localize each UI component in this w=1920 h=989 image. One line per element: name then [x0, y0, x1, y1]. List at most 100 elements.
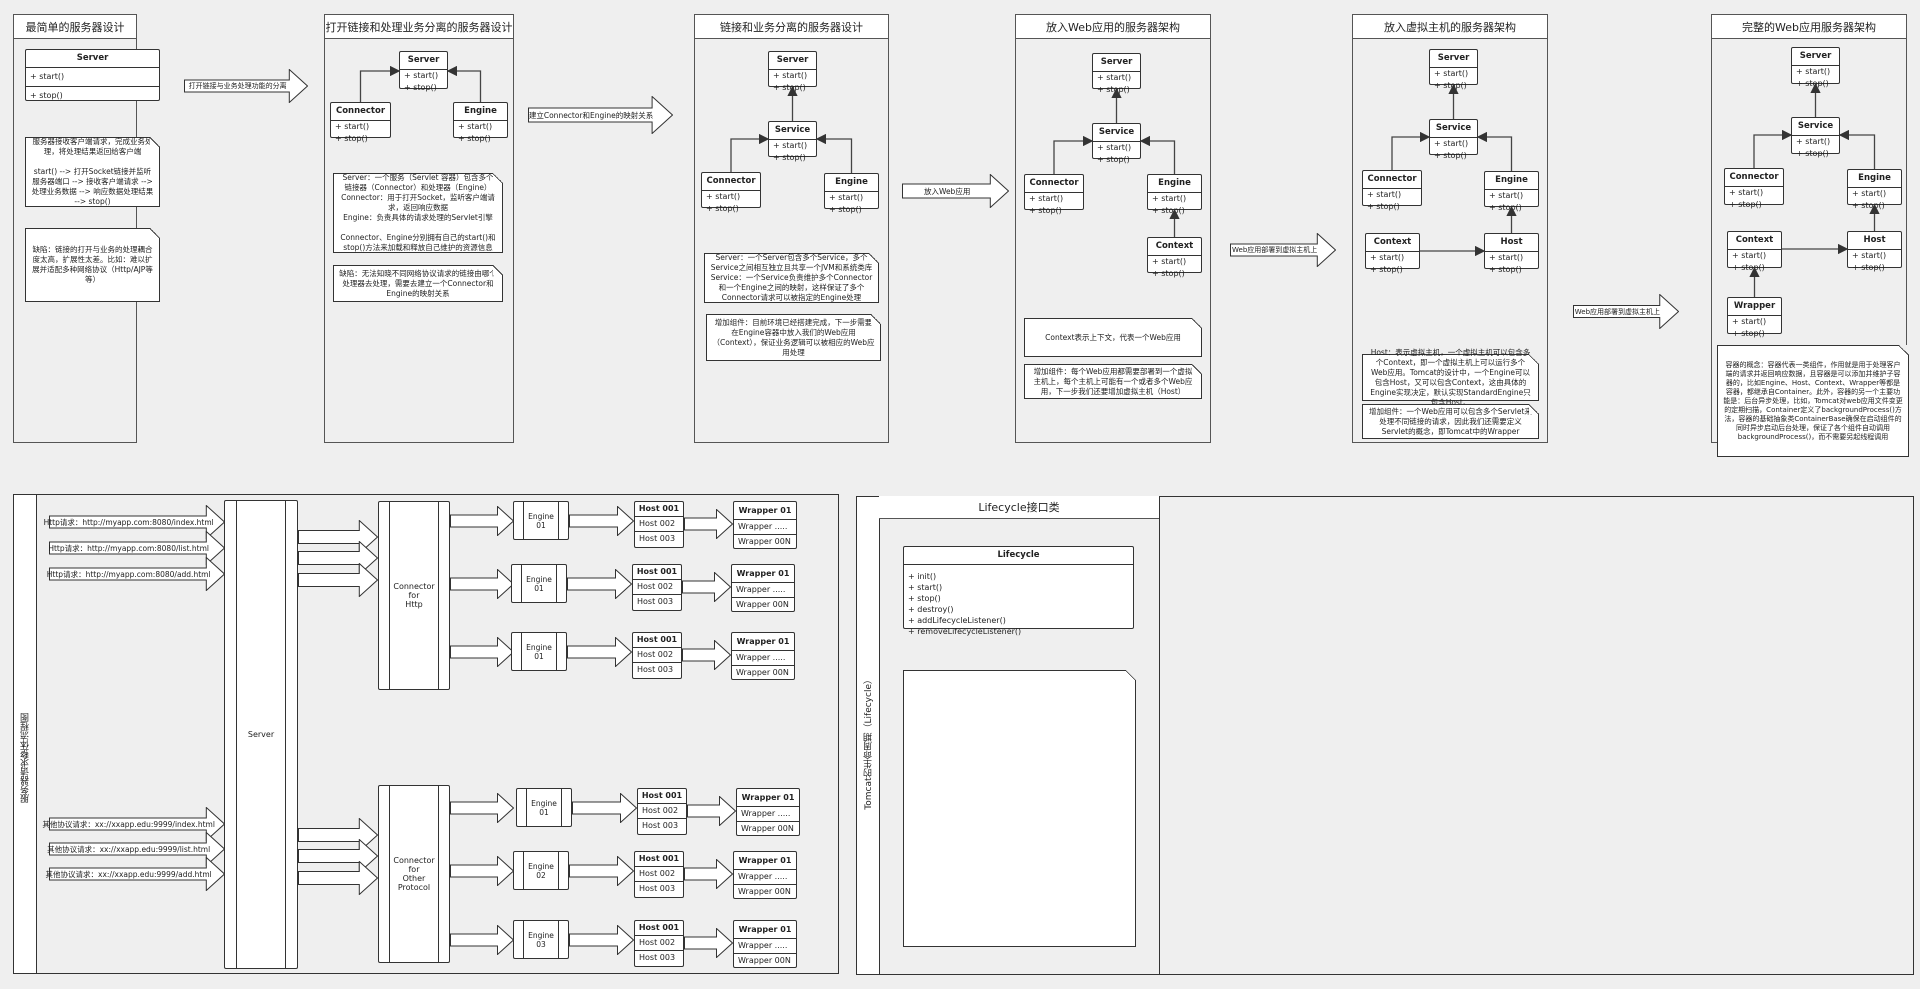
class-service[interactable]: Service+ start()+ stop() — [768, 121, 817, 162]
section-title: Lifecycle接口类 — [879, 496, 1159, 519]
other-request-arrow: 其他协议请求：xx://xxapp.edu:9999/list.html — [47, 831, 226, 867]
class-host[interactable]: Host+ start()+ stop() — [1484, 233, 1539, 274]
class-context[interactable]: Context+ start()+ stop() — [1147, 237, 1202, 278]
engine-box[interactable]: Engine 02 — [513, 851, 569, 890]
class-engine[interactable]: Engine+ start()+ stop() — [453, 102, 508, 143]
method-list: + init()+ start()+ stop()+ destroy()+ ad… — [904, 565, 1133, 637]
note-text: 容器的概念：容器代表一类组件，作用就是用于处理客户端的请求并返回响应数据，且容器… — [1723, 360, 1903, 441]
class-method: + stop() — [1097, 155, 1130, 164]
host-to-wrapper-arrow — [682, 571, 732, 603]
class-server[interactable]: Server+ start()+ stop() — [1791, 47, 1840, 88]
wrapper-item: Wrapper 01 — [741, 793, 795, 802]
engine-to-host-arrow — [569, 924, 635, 956]
block-arrow-shape — [1230, 232, 1337, 268]
block-arrow-shape — [572, 792, 638, 824]
class-connector[interactable]: Connector+ start()+ stop() — [1024, 174, 1084, 215]
block-arrow-shape — [1573, 293, 1680, 330]
note: 增加组件：一个Web应用可以包含多个Servlet来处理不同链接的请求，因此我们… — [1362, 404, 1539, 439]
class-method: + start() — [1434, 139, 1469, 148]
wrapper-item: Wrapper 00N — [732, 597, 794, 612]
class-service[interactable]: Service+ start()+ stop() — [1429, 119, 1478, 160]
transition-arrow: 放入Web应用 — [902, 173, 1010, 209]
column-label: Engine 01 — [526, 789, 562, 826]
class-engine[interactable]: Engine+ start()+ stop() — [1484, 171, 1539, 212]
class-connector[interactable]: Connector+ start()+ stop() — [701, 172, 761, 213]
class-wrapper[interactable]: Wrapper+ start()+ stop() — [1727, 297, 1782, 338]
class-server[interactable]: Server+ start()+ stop() — [399, 51, 448, 92]
class-connector[interactable]: Connector+ start()+ stop() — [330, 102, 391, 143]
class-server[interactable]: Server+ start()+ stop() — [1092, 53, 1141, 94]
class-name: Server — [769, 52, 816, 70]
class-connector[interactable]: Connector+ start()+ stop() — [1362, 170, 1422, 211]
class-engine[interactable]: Engine+ start()+ stop() — [824, 173, 879, 214]
block-arrow-shape — [298, 562, 379, 598]
class-context[interactable]: Context+ start()+ stop() — [1727, 231, 1782, 272]
class-method: + start() — [1097, 143, 1132, 152]
block-arrow-shape — [49, 530, 226, 566]
host-to-wrapper-arrow — [684, 858, 734, 890]
engine-box[interactable]: Engine 01 — [511, 632, 567, 671]
note: 缺陷：无法知晓不同网络协议请求的链接由哪个处理器去处理，需要去建立一个Conne… — [333, 265, 503, 302]
note-text: 服务器接收客户端请求，完成业务处理，将处理结果返回给客户端 start() --… — [31, 137, 154, 206]
class-engine[interactable]: Engine+ start()+ stop() — [1147, 174, 1202, 215]
class-method: + stop() — [829, 205, 862, 214]
class-service[interactable]: Service+ start()+ stop() — [1791, 117, 1840, 158]
class-server[interactable]: Server+ start()+ stop() — [768, 51, 817, 92]
wrapper-item: Wrapper 00N — [734, 884, 796, 899]
class-server[interactable]: Server+ start()+ stop() — [25, 49, 160, 101]
class-engine[interactable]: Engine+ start()+ stop() — [1847, 169, 1902, 210]
engine-box[interactable]: Engine 01 — [511, 564, 567, 603]
engine-box[interactable]: Engine 01 — [516, 788, 572, 827]
connector-to-engine-arrow — [450, 568, 515, 600]
lane-title: 服务器请求整体流程图 — [21, 713, 31, 803]
column-label: Engine 01 — [521, 633, 557, 670]
class-method: + start() — [1370, 253, 1405, 262]
class-server[interactable]: Server+ start()+ stop() — [1429, 49, 1478, 90]
class-name: Context — [1728, 232, 1781, 250]
block-arrow-shape — [298, 860, 379, 896]
note-text: 增加组件：每个Web应用都需要部署到一个虚拟主机上，每个主机上可能有一个或者多个… — [1033, 366, 1193, 396]
column-label: Engine 01 — [521, 565, 557, 602]
stage-title: 完整的Web应用服务器架构 — [1712, 15, 1906, 39]
class-context[interactable]: Context+ start()+ stop() — [1365, 233, 1420, 274]
class-method: + start() — [1732, 251, 1767, 260]
note: Server：一个服务（Servlet 容器）包含多个链接器（Connector… — [333, 173, 503, 253]
block-arrow-shape — [450, 924, 515, 956]
server-column[interactable]: Server — [224, 500, 298, 969]
class-method: + stop() — [404, 83, 437, 92]
class-method: + start() — [773, 141, 808, 150]
class-connector[interactable]: Connector+ start()+ stop() — [1724, 168, 1784, 209]
engine-box[interactable]: Engine 01 — [513, 501, 569, 540]
class-lifecycle[interactable]: Lifecycle+ init()+ start()+ stop()+ dest… — [903, 546, 1134, 636]
transition-arrow: 打开链接与业务处理功能的分离 — [184, 68, 309, 104]
class-method: + start() — [1489, 253, 1524, 262]
note: 增加组件：目前环境已经搭建完成，下一步需要在Engine容器中放入我们的Web应… — [706, 314, 881, 361]
host-to-wrapper-arrow — [684, 508, 734, 540]
block-arrow-shape — [450, 636, 515, 668]
host-to-wrapper-arrow — [687, 795, 737, 827]
host-item: Host 002 — [635, 935, 683, 950]
class-host[interactable]: Host+ start()+ stop() — [1847, 231, 1902, 272]
connector-column[interactable]: Connector for Other Protocol — [378, 785, 450, 963]
block-arrow-shape — [684, 508, 734, 540]
class-method: + start() — [829, 193, 864, 202]
class-name: Engine — [1848, 170, 1901, 188]
class-method: + start() — [1852, 251, 1887, 260]
class-method: + removeLifecycleListener() — [908, 627, 1022, 636]
connector-column[interactable]: Connector for Http — [378, 501, 450, 690]
note-text: Host：表示虚拟主机，一个虚拟主机可以包含多个Context，即一个虚拟主机上… — [1370, 347, 1531, 407]
engine-box[interactable]: Engine 03 — [513, 920, 569, 959]
class-service[interactable]: Service+ start()+ stop() — [1092, 123, 1141, 164]
